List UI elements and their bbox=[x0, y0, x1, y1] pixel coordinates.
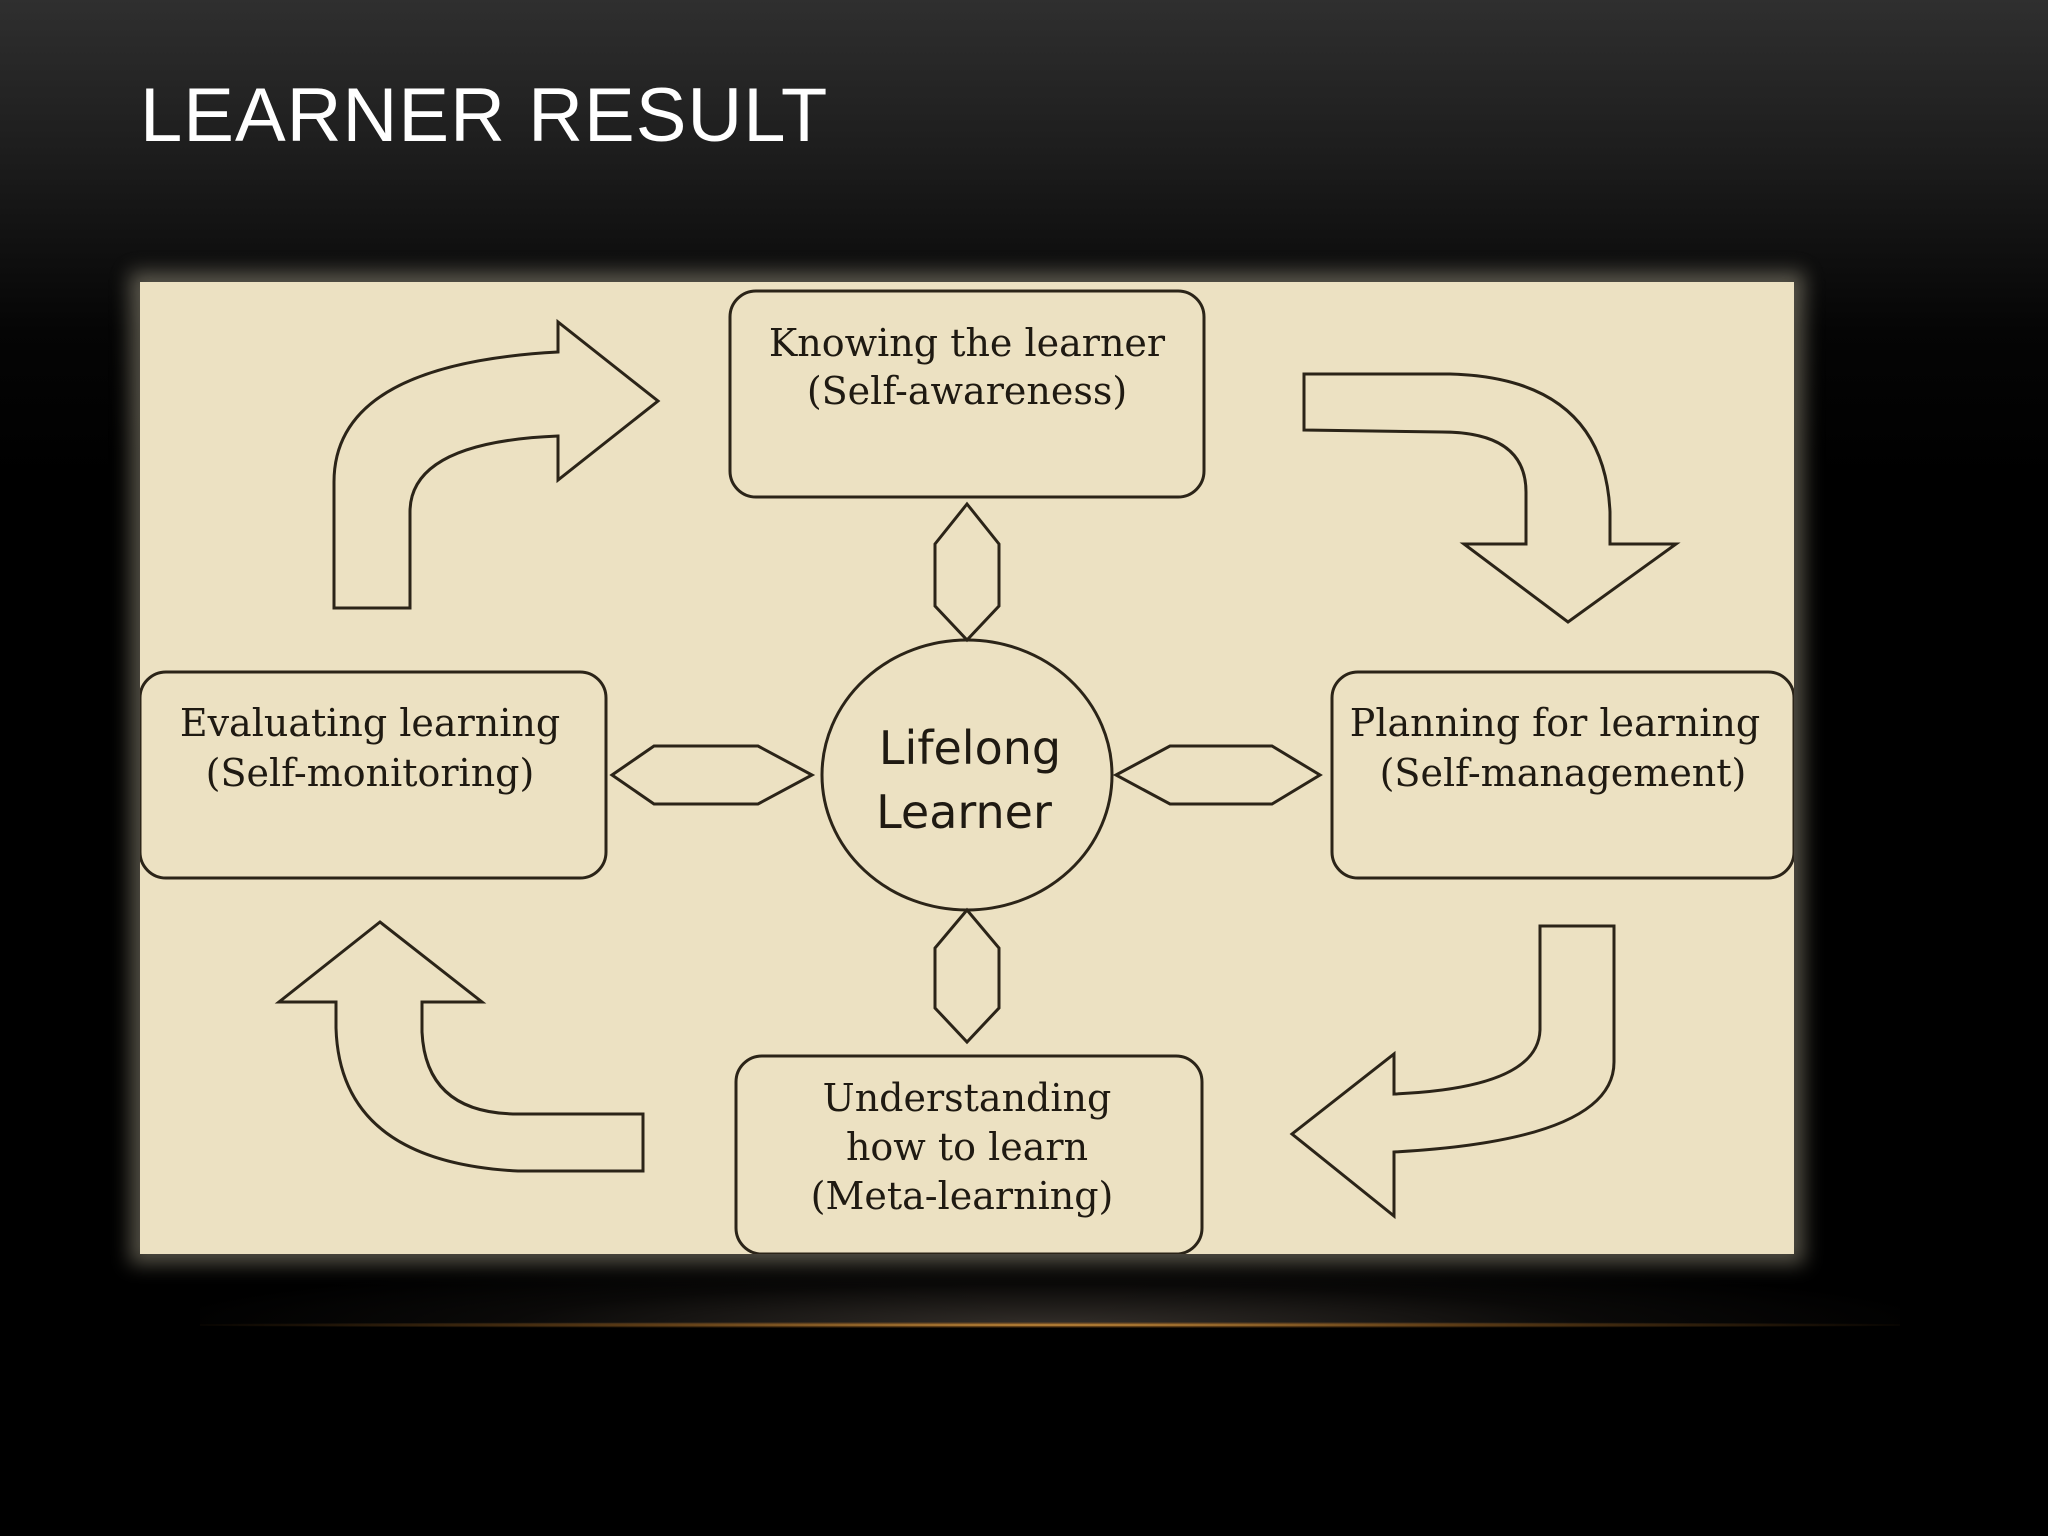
node-top-line1: Knowing the learner bbox=[769, 321, 1166, 365]
node-left-line2: (Self-monitoring) bbox=[206, 751, 535, 795]
node-box-bottom bbox=[734, 1054, 1204, 1254]
node-top-line2: (Self-awareness) bbox=[807, 369, 1127, 413]
center-circle bbox=[820, 638, 1114, 912]
node-bottom-line1: Understanding bbox=[823, 1076, 1112, 1120]
cycle-diagram: Knowing the learner (Self-awareness) Pla… bbox=[140, 289, 1794, 1254]
node-box-top bbox=[728, 289, 1206, 499]
node-bottom-line3: (Meta-learning) bbox=[811, 1174, 1114, 1218]
node-box-left bbox=[140, 670, 608, 880]
connector-left bbox=[609, 744, 816, 806]
node-planning-for-learning: Planning for learning (Self-management) bbox=[1330, 670, 1794, 880]
node-right-line1: Planning for learning bbox=[1350, 701, 1760, 745]
node-left-line1: Evaluating learning bbox=[180, 701, 560, 745]
center-line2: Learner bbox=[876, 785, 1052, 839]
slide-title: LEARNER RESULT bbox=[140, 73, 829, 158]
center-line1: Lifelong bbox=[879, 721, 1061, 775]
node-right-line2: (Self-management) bbox=[1380, 751, 1747, 795]
node-bottom-line2: how to learn bbox=[846, 1125, 1088, 1169]
connector-top bbox=[933, 501, 1001, 643]
floor-haze bbox=[200, 1262, 1900, 1324]
node-lifelong-learner: Lifelong Learner bbox=[820, 638, 1114, 912]
cycle-diagram-image: Knowing the learner (Self-awareness) Pla… bbox=[140, 282, 1794, 1254]
cycle-arrow-left-to-top bbox=[332, 318, 661, 610]
node-box-right bbox=[1330, 670, 1794, 880]
node-understanding-how-to-learn: Understanding how to learn (Meta-learnin… bbox=[734, 1054, 1204, 1254]
connector-bottom bbox=[933, 907, 1001, 1045]
floor-highlight-line bbox=[200, 1322, 1900, 1328]
connector-right bbox=[1112, 744, 1323, 806]
cycle-arrow-bottom-to-left bbox=[274, 920, 645, 1173]
cycle-arrow-right-to-bottom bbox=[1289, 924, 1616, 1220]
node-knowing-the-learner: Knowing the learner (Self-awareness) bbox=[728, 289, 1206, 499]
cycle-arrow-top-to-right bbox=[1302, 372, 1681, 624]
node-evaluating-learning: Evaluating learning (Self-monitoring) bbox=[140, 670, 608, 880]
